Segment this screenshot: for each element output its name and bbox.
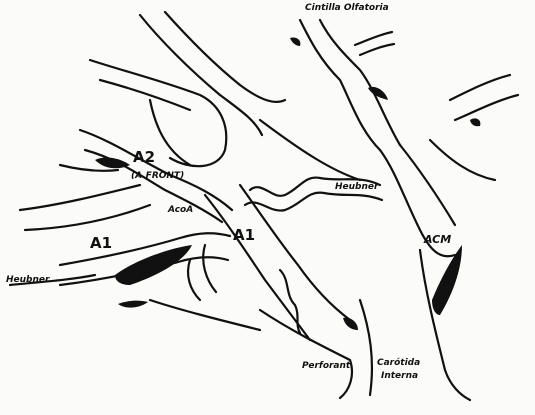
label-cintilla-olfatoria: Cintilla Olfatoria: [305, 4, 389, 13]
label-carotida-line2: Interna: [381, 372, 418, 381]
shading-olfactory: [368, 87, 388, 100]
label-heubner-left: Heubner: [6, 276, 49, 285]
label-heubner-right: Heubner: [335, 183, 378, 192]
label-acoa: AcoA: [168, 206, 193, 215]
label-acm: ACM: [424, 234, 451, 245]
carotid-artery: [360, 300, 372, 395]
label-a1-center: A1: [233, 228, 255, 243]
shading-perforator: [118, 301, 148, 308]
shading-a2: [95, 158, 130, 169]
label-a1-left: A1: [90, 236, 112, 251]
label-a2: A2: [133, 150, 155, 165]
label-carotida-line1: Carótida: [377, 359, 420, 368]
shading-center: [343, 318, 358, 330]
label-perforantes: Perforant.: [302, 362, 354, 371]
label-a2-sub: (A.FRONT): [131, 172, 184, 181]
a1-center-vessel: [205, 195, 310, 340]
upper-loop: [140, 15, 262, 135]
